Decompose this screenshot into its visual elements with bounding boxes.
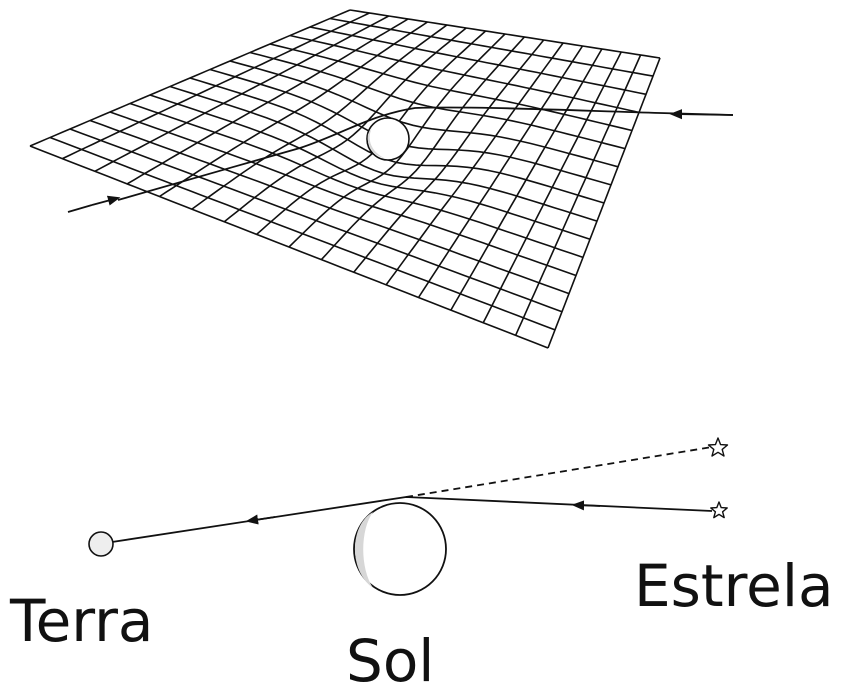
grid-outgoing-tail: [67, 204, 93, 213]
sun-label: Sol: [346, 627, 435, 695]
grid-outgoing-arrow: [91, 195, 121, 206]
earth-side-arrow: [245, 514, 276, 525]
star-apparent-icon: [707, 437, 729, 457]
grid-light-path: [117, 106, 734, 201]
star-real-icon: [710, 501, 728, 519]
grid-incoming-arrow: [669, 109, 734, 120]
star-side-arrow: [571, 500, 601, 511]
real-light-path: [111, 496, 713, 543]
earth-circle: [88, 531, 114, 557]
spacetime-grid: [29, 9, 661, 349]
earth-label: Terra: [10, 587, 154, 655]
apparent-light-line: [405, 446, 713, 498]
star-label: Estrela: [634, 552, 834, 620]
sun-circle: [353, 502, 447, 596]
grid-mass-sphere: [366, 117, 410, 161]
